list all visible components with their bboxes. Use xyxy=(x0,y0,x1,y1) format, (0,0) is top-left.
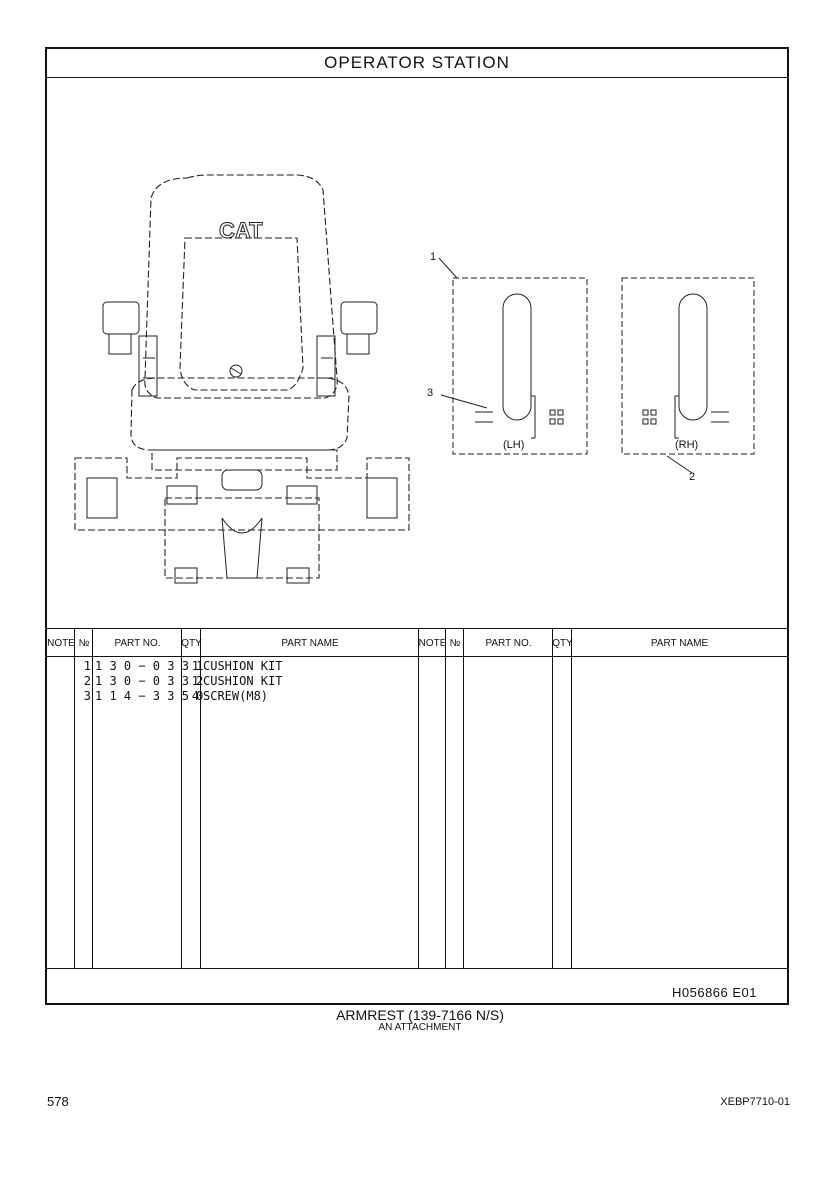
seat-drawing: CAT 1 2 xyxy=(74,174,755,584)
parts-illustration: CAT 1 2 xyxy=(47,78,787,628)
drawing-number: H056866 E01 xyxy=(671,985,757,1000)
row-part-no: 1 1 4 − 3 3 5 0 xyxy=(95,689,204,703)
callout-3: 3 xyxy=(427,387,433,399)
row-part-no: 1 3 0 − 0 3 3 2 xyxy=(95,674,204,688)
header-no: № xyxy=(78,637,90,649)
header-part-name-2: PART NAME xyxy=(650,637,709,649)
header-note-2: NOTE xyxy=(418,637,447,649)
footer-divider xyxy=(47,968,787,969)
row-no: 1 xyxy=(83,659,91,673)
header-part-no-2: PART NO. xyxy=(485,637,532,649)
header-qty-2: QTY xyxy=(552,637,573,649)
view-label-lh: (LH) xyxy=(503,439,524,451)
row-no: 2 xyxy=(83,674,91,688)
table-row: 3 1 1 4 − 3 3 5 0 4 SCREW(M8) xyxy=(47,689,787,704)
row-qty: 1 xyxy=(191,674,199,688)
parts-list-table: NOTE № PART NO. QTY PART NAME NOTE № PAR… xyxy=(47,628,787,968)
header-part-no: PART NO. xyxy=(114,637,161,649)
page-title: OPERATOR STATION xyxy=(47,49,787,78)
group-subcaption: AN ATTACHMENT xyxy=(378,1022,462,1033)
cat-logo: CAT xyxy=(219,218,263,243)
row-part-name: SCREW(M8) xyxy=(203,689,269,703)
document-frame: OPERATOR STATION xyxy=(45,47,789,1005)
row-qty: 4 xyxy=(191,689,199,703)
callout-2: 2 xyxy=(689,471,695,483)
table-row: 2 1 3 0 − 0 3 3 2 1 CUSHION KIT xyxy=(47,674,787,689)
row-part-name: CUSHION KIT xyxy=(203,674,283,688)
header-note: NOTE xyxy=(47,637,75,649)
page-number: 578 xyxy=(47,1094,69,1109)
row-no: 3 xyxy=(83,689,91,703)
table-row: 1 1 3 0 − 0 3 3 1 1 CUSHION KIT xyxy=(47,659,787,674)
header-qty: QTY xyxy=(181,637,202,649)
book-number: XEBP7710-01 xyxy=(720,1096,790,1108)
row-qty: 1 xyxy=(191,659,199,673)
row-part-no: 1 3 0 − 0 3 3 1 xyxy=(95,659,204,673)
group-caption: ARMREST (139-7166 N/S) xyxy=(336,1007,504,1023)
header-part-name: PART NAME xyxy=(281,637,339,649)
table-header-row xyxy=(47,629,787,657)
header-no-2: № xyxy=(449,637,461,649)
callout-1: 1 xyxy=(430,251,436,263)
row-part-name: CUSHION KIT xyxy=(203,659,283,673)
view-label-rh: (RH) xyxy=(675,439,698,451)
